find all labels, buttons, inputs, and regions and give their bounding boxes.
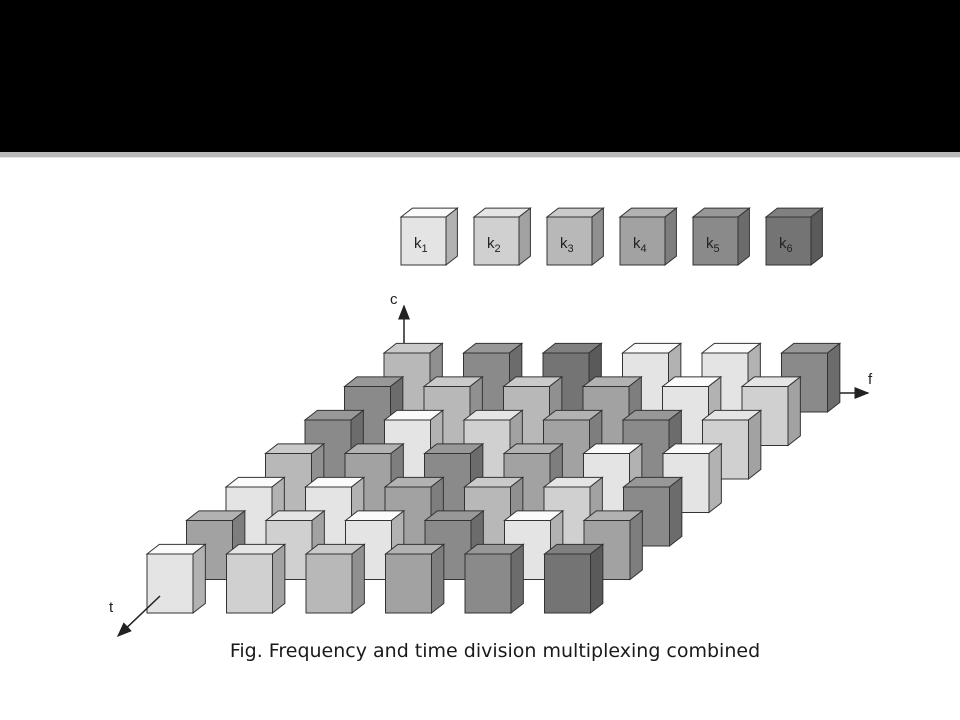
legend-cube-k3: k3 <box>545 207 605 267</box>
legend-cube-k5: k5 <box>691 207 751 267</box>
slide-title-bar <box>0 0 960 152</box>
grid-cube-r7-c1 <box>145 543 207 615</box>
grid-cube-r7-c6 <box>543 543 605 615</box>
channel-legend: k1 k2 k3 k4 k5 k6 <box>399 207 824 267</box>
t-axis-label: t <box>109 599 114 616</box>
legend-cube-k6: k6 <box>764 207 824 267</box>
legend-cube-k1: k1 <box>399 207 459 267</box>
legend-label-k1: k1 <box>414 235 428 255</box>
c-axis-label: c <box>390 291 398 308</box>
legend-label-k4: k4 <box>633 235 647 255</box>
legend-label-k5: k5 <box>706 235 720 255</box>
legend-label-k3: k3 <box>560 235 574 255</box>
grid-cube-r7-c4 <box>384 543 446 615</box>
title-divider <box>0 152 960 158</box>
legend-cube-k2: k2 <box>472 207 532 267</box>
figure-caption: Fig. Frequency and time division multipl… <box>229 640 761 662</box>
grid-cube-r1-c6 <box>780 342 842 414</box>
f-axis-label: f <box>868 371 873 388</box>
grid-cube-r7-c5 <box>463 543 525 615</box>
t-axis-line <box>116 595 161 638</box>
legend-cube-k4: k4 <box>618 207 678 267</box>
cube-grid <box>145 342 842 615</box>
legend-label-k2: k2 <box>487 235 501 255</box>
legend-label-k6: k6 <box>779 235 793 255</box>
grid-cube-r7-c3 <box>304 543 366 615</box>
grid-cube-r7-c2 <box>225 543 287 615</box>
